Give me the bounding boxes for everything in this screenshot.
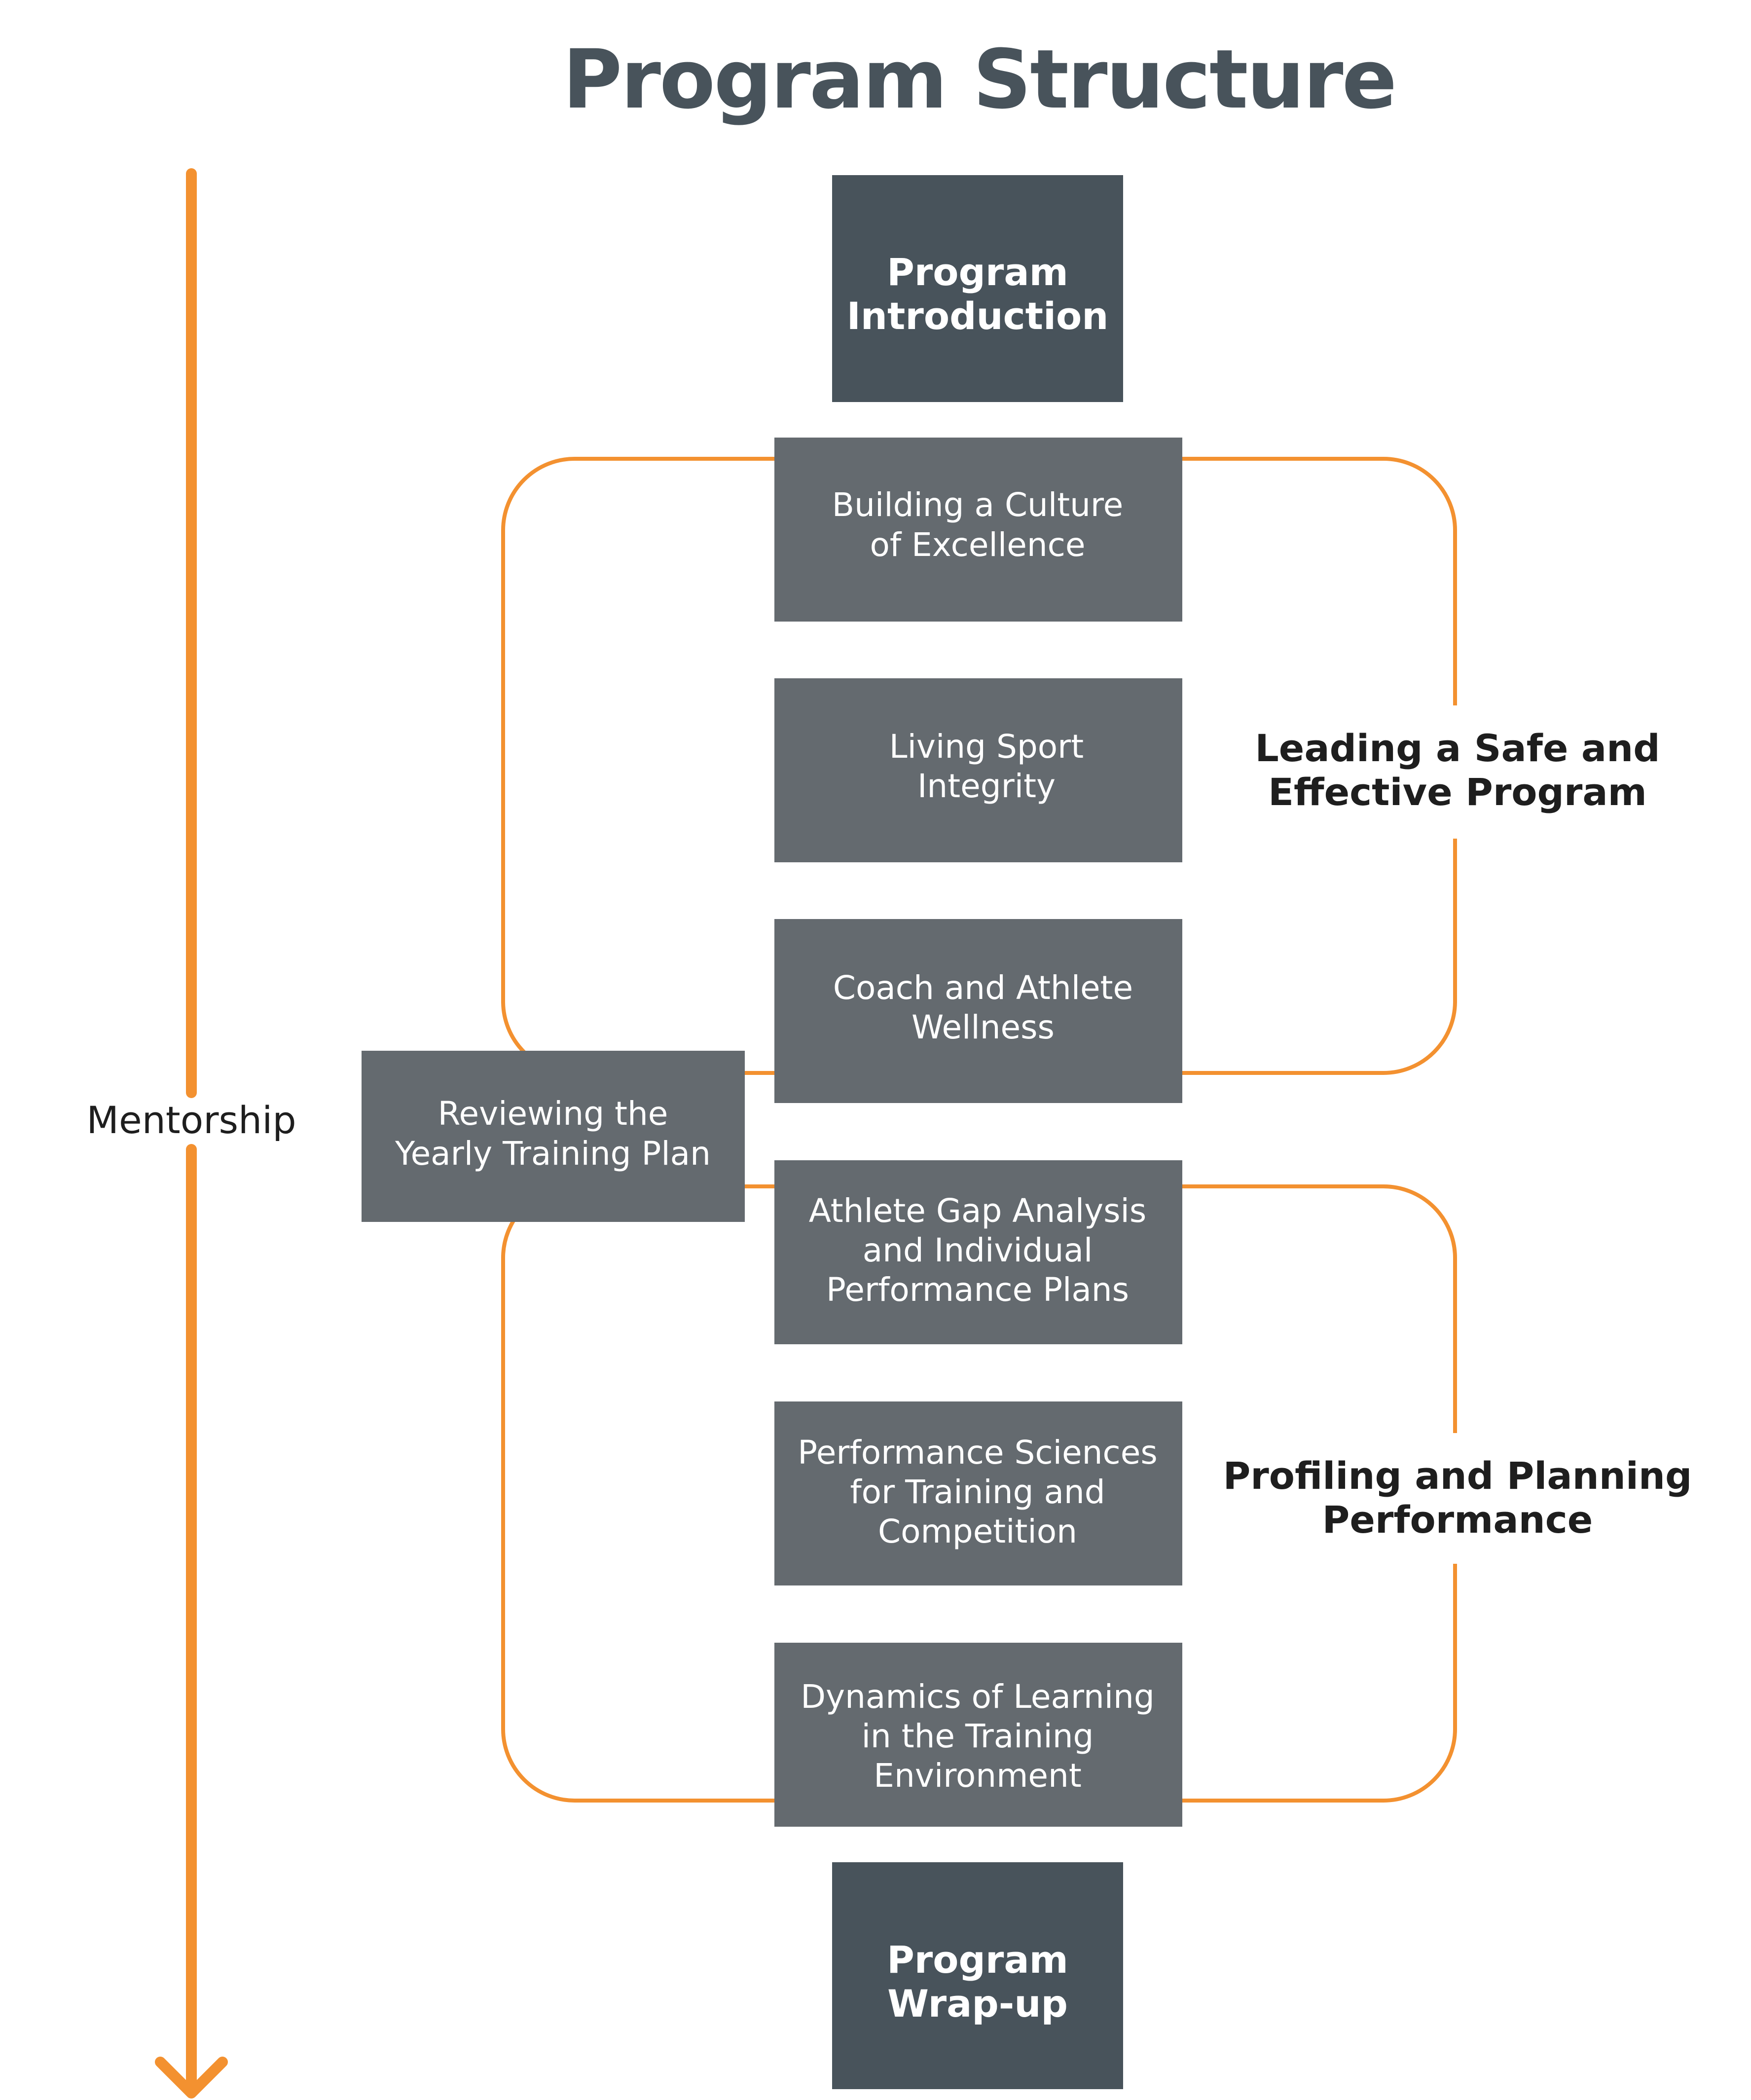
- module-dynamics-of-learning-line-2: in the Training: [862, 1717, 1094, 1755]
- module-living-sport-integrity: Living Sport Integrity: [774, 678, 1182, 862]
- module-coach-and-athlete-wellness-line-2: Wellness: [912, 1008, 1055, 1046]
- module-living-sport-integrity-line-1: Living Sport: [889, 728, 1084, 766]
- module-athlete-gap-analysis-line-2: and Individual: [863, 1231, 1093, 1269]
- module-dynamics-of-learning: Dynamics of Learning in the Training Env…: [774, 1643, 1182, 1827]
- group-label-profiling: Profiling and Planning Performance: [1223, 1454, 1692, 1542]
- module-building-a-culture-line-1: Building a Culture: [832, 486, 1123, 524]
- module-program-introduction: Program Introduction: [832, 175, 1123, 402]
- page-title: Program Structure: [563, 32, 1396, 127]
- module-dynamics-of-learning-line-3: Environment: [874, 1757, 1081, 1795]
- module-program-introduction-line-2: Introduction: [847, 294, 1109, 338]
- module-program-wrap-up-line-1: Program: [887, 1938, 1068, 1982]
- group-label-safe-line-2: Effective Program: [1268, 770, 1647, 814]
- module-performance-sciences-line-1: Performance Sciences: [798, 1434, 1157, 1472]
- mentorship-arrow: [155, 168, 228, 2099]
- module-program-wrap-up-line-2: Wrap-up: [887, 1982, 1068, 2026]
- module-performance-sciences-line-3: Competition: [878, 1512, 1077, 1550]
- module-coach-and-athlete-wellness-line-1: Coach and Athlete: [833, 969, 1133, 1007]
- module-athlete-gap-analysis-line-3: Performance Plans: [826, 1271, 1129, 1309]
- module-program-wrap-up: Program Wrap-up: [832, 1862, 1123, 2089]
- module-reviewing-yearly-training-plan-line-2: Yearly Training Plan: [395, 1135, 711, 1173]
- module-dynamics-of-learning-line-1: Dynamics of Learning: [801, 1678, 1155, 1716]
- module-athlete-gap-analysis: Athlete Gap Analysis and Individual Perf…: [774, 1160, 1182, 1344]
- group-label-safe: Leading a Safe and Effective Program: [1255, 726, 1660, 814]
- module-athlete-gap-analysis-line-1: Athlete Gap Analysis: [809, 1192, 1147, 1230]
- arrow-head-icon: [155, 2057, 228, 2099]
- module-living-sport-integrity-line-2: Integrity: [917, 767, 1056, 805]
- module-reviewing-yearly-training-plan-line-1: Reviewing the: [438, 1095, 668, 1133]
- group-label-profiling-line-1: Profiling and Planning: [1223, 1454, 1692, 1498]
- group-label-profiling-line-2: Performance: [1322, 1498, 1593, 1542]
- group-label-safe-line-1: Leading a Safe and: [1255, 726, 1660, 770]
- mentorship-label: Mentorship: [86, 1098, 296, 1142]
- module-performance-sciences-line-2: for Training and: [850, 1473, 1105, 1511]
- module-coach-and-athlete-wellness: Coach and Athlete Wellness: [774, 919, 1182, 1103]
- module-program-introduction-line-1: Program: [887, 250, 1068, 294]
- module-building-a-culture: Building a Culture of Excellence: [774, 438, 1182, 622]
- module-reviewing-yearly-training-plan: Reviewing the Yearly Training Plan: [362, 1051, 745, 1222]
- module-building-a-culture-line-2: of Excellence: [870, 526, 1085, 564]
- module-performance-sciences: Performance Sciences for Training and Co…: [774, 1401, 1182, 1585]
